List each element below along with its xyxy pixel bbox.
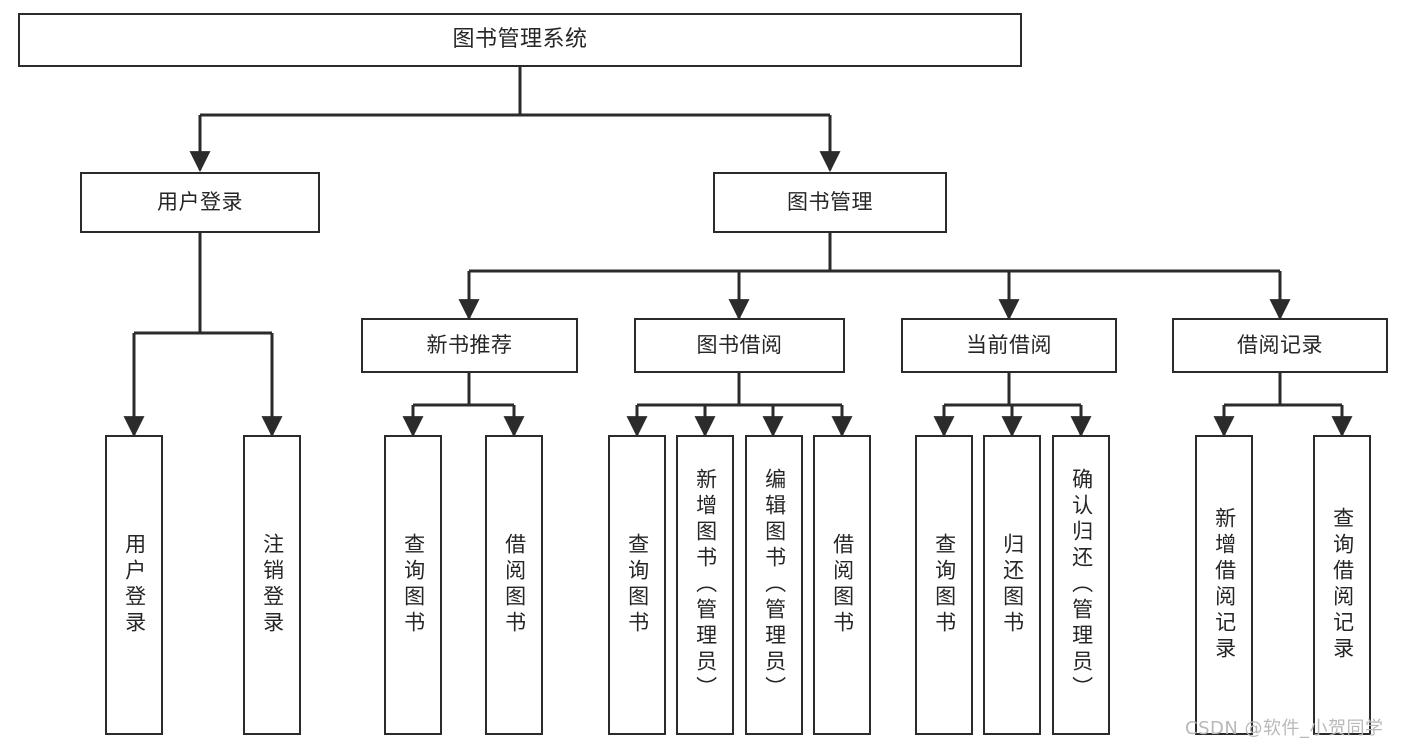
- node-label: 借阅图书: [502, 533, 527, 637]
- leaf-borrow-edit-book-admin[interactable]: 编辑图书（管理员）: [745, 435, 803, 735]
- node-label: 图书管理系统: [452, 26, 588, 52]
- node-label: 当前借阅: [966, 332, 1052, 357]
- leaf-record-add-record[interactable]: 新增借阅记录: [1195, 435, 1253, 735]
- node-user-login[interactable]: 用户登录: [80, 172, 320, 233]
- node-label: 查询图书: [932, 533, 957, 637]
- leaf-recommend-query-book[interactable]: 查询图书: [384, 435, 442, 735]
- node-new-book-recommend[interactable]: 新书推荐: [361, 318, 578, 373]
- node-label: 新增图书（管理员）: [693, 468, 718, 702]
- node-root-system[interactable]: 图书管理系统: [18, 13, 1022, 67]
- node-label: 新书推荐: [426, 332, 513, 357]
- node-book-borrow[interactable]: 图书借阅: [634, 318, 845, 373]
- node-label: 查询图书: [401, 533, 426, 637]
- node-label: 用户登录: [157, 189, 243, 214]
- node-label: 图书管理: [787, 189, 873, 214]
- node-label: 新增借阅记录: [1212, 507, 1237, 663]
- leaf-borrow-query-book[interactable]: 查询图书: [608, 435, 666, 735]
- watermark-text: CSDN @软件_小贺同学: [1185, 718, 1384, 739]
- node-current-borrow[interactable]: 当前借阅: [901, 318, 1117, 373]
- leaf-user-login-login[interactable]: 用户登录: [105, 435, 163, 735]
- leaf-record-query-record[interactable]: 查询借阅记录: [1313, 435, 1371, 735]
- leaf-user-login-logout[interactable]: 注销登录: [243, 435, 301, 735]
- leaf-recommend-borrow-book[interactable]: 借阅图书: [485, 435, 543, 735]
- leaf-current-return-book[interactable]: 归还图书: [983, 435, 1041, 735]
- node-label: 图书借阅: [696, 332, 783, 357]
- leaf-current-query-book[interactable]: 查询图书: [915, 435, 973, 735]
- node-label: 归还图书: [1000, 533, 1025, 637]
- node-label: 借阅记录: [1237, 332, 1323, 357]
- node-label: 查询图书: [625, 533, 650, 637]
- node-book-management[interactable]: 图书管理: [713, 172, 947, 233]
- node-label: 确认归还（管理员）: [1069, 468, 1094, 702]
- leaf-borrow-add-book-admin[interactable]: 新增图书（管理员）: [676, 435, 734, 735]
- leaf-current-confirm-return-admin[interactable]: 确认归还（管理员）: [1052, 435, 1110, 735]
- node-label: 编辑图书（管理员）: [762, 468, 787, 702]
- leaf-borrow-borrow-book[interactable]: 借阅图书: [813, 435, 871, 735]
- node-label: 注销登录: [260, 533, 285, 637]
- node-borrow-record[interactable]: 借阅记录: [1172, 318, 1388, 373]
- node-label: 查询借阅记录: [1330, 507, 1355, 663]
- node-label: 用户登录: [122, 533, 147, 637]
- node-label: 借阅图书: [830, 533, 855, 637]
